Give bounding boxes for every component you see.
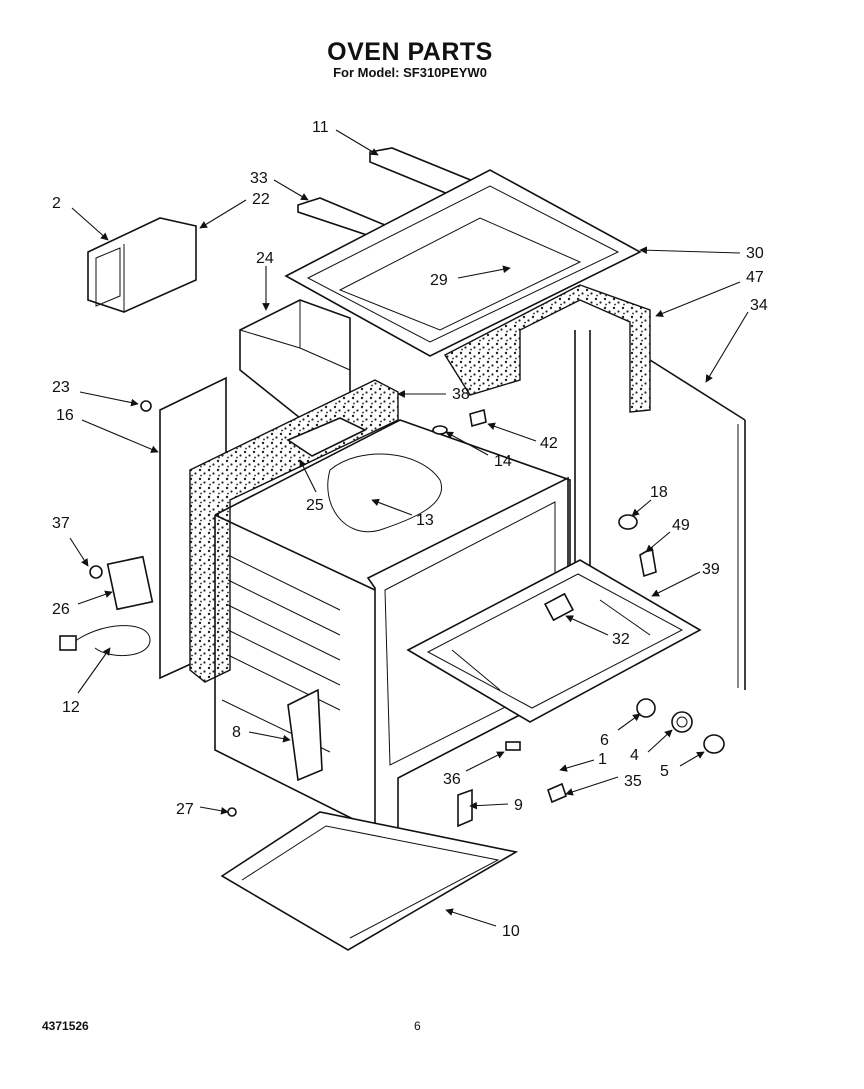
callout-label: 30 bbox=[746, 245, 764, 262]
callout-label: 12 bbox=[62, 699, 80, 716]
callout-label: 34 bbox=[750, 297, 768, 314]
clip-49-part bbox=[639, 546, 657, 578]
side-insulation-part bbox=[444, 284, 651, 413]
clip-36-part bbox=[505, 741, 521, 751]
callout-label: 18 bbox=[650, 484, 668, 501]
callout-label: 37 bbox=[52, 515, 70, 532]
callout-label: 25 bbox=[306, 497, 324, 514]
callout-label: 5 bbox=[660, 763, 669, 780]
control-box-part bbox=[87, 217, 197, 313]
hinge-8-part bbox=[287, 688, 323, 782]
callout-label: 26 bbox=[52, 601, 70, 618]
callout-label: 9 bbox=[514, 797, 523, 814]
callout-label: 4 bbox=[630, 747, 639, 764]
callout-label: 23 bbox=[52, 379, 70, 396]
document-number: 4371526 bbox=[42, 1019, 89, 1033]
callout-label: 16 bbox=[56, 407, 74, 424]
callout-label: 1 bbox=[598, 751, 607, 768]
washer-14-part bbox=[432, 425, 448, 435]
pad-26-part bbox=[106, 555, 154, 611]
callout-label: 6 bbox=[600, 732, 609, 749]
callout-label: 27 bbox=[176, 801, 194, 818]
callout-label: 47 bbox=[746, 269, 764, 286]
wrap-panel-part bbox=[574, 330, 746, 690]
callout-label: 29 bbox=[430, 272, 448, 289]
callout-label: 10 bbox=[502, 923, 520, 940]
clip-42-part bbox=[469, 408, 487, 428]
bottom-panel-part bbox=[220, 811, 519, 951]
bulb-5-part bbox=[703, 734, 725, 754]
callout-label: 33 bbox=[250, 170, 268, 187]
oven-rack-part bbox=[406, 559, 702, 723]
callout-label: 42 bbox=[540, 435, 558, 452]
page-title: OVEN PARTS bbox=[327, 38, 493, 66]
callout-label: 49 bbox=[672, 517, 690, 534]
callout-label: 39 bbox=[702, 561, 720, 578]
front-frame-part bbox=[366, 476, 569, 853]
knob-6-part bbox=[636, 698, 656, 718]
bracket-9-part bbox=[457, 788, 473, 828]
callout-label: 24 bbox=[256, 250, 274, 267]
light-32-part bbox=[543, 592, 575, 622]
knob-4-part bbox=[671, 711, 693, 733]
callout-label: 22 bbox=[252, 191, 270, 208]
callout-label: 32 bbox=[612, 631, 630, 648]
callout-label: 13 bbox=[416, 512, 434, 529]
socket-18-part bbox=[618, 514, 638, 530]
callout-label: 38 bbox=[452, 386, 470, 403]
model-subtitle: For Model: SF310PEYW0 bbox=[333, 65, 487, 80]
callout-label: 35 bbox=[624, 773, 642, 790]
broil-element-part bbox=[327, 453, 443, 533]
callout-label: 8 bbox=[232, 724, 241, 741]
screw-23-part bbox=[140, 400, 152, 412]
callout-label: 14 bbox=[494, 453, 512, 470]
callout-label: 11 bbox=[312, 119, 329, 136]
callout-label: 2 bbox=[52, 195, 61, 212]
front-insulation-part bbox=[189, 379, 399, 683]
page-number: 6 bbox=[414, 1019, 421, 1033]
screw-27-part bbox=[227, 807, 237, 817]
clip-37-part bbox=[89, 565, 103, 579]
bolt-35-part bbox=[547, 782, 567, 804]
callout-label: 36 bbox=[443, 771, 461, 788]
cord-12-part bbox=[69, 625, 151, 657]
